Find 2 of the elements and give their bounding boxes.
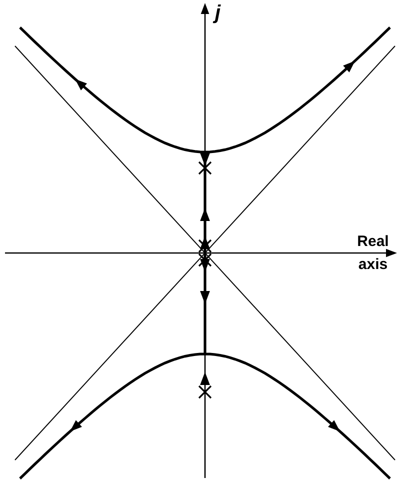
axis-label: Real axis	[356, 232, 390, 276]
axis-label: j	[215, 2, 221, 25]
